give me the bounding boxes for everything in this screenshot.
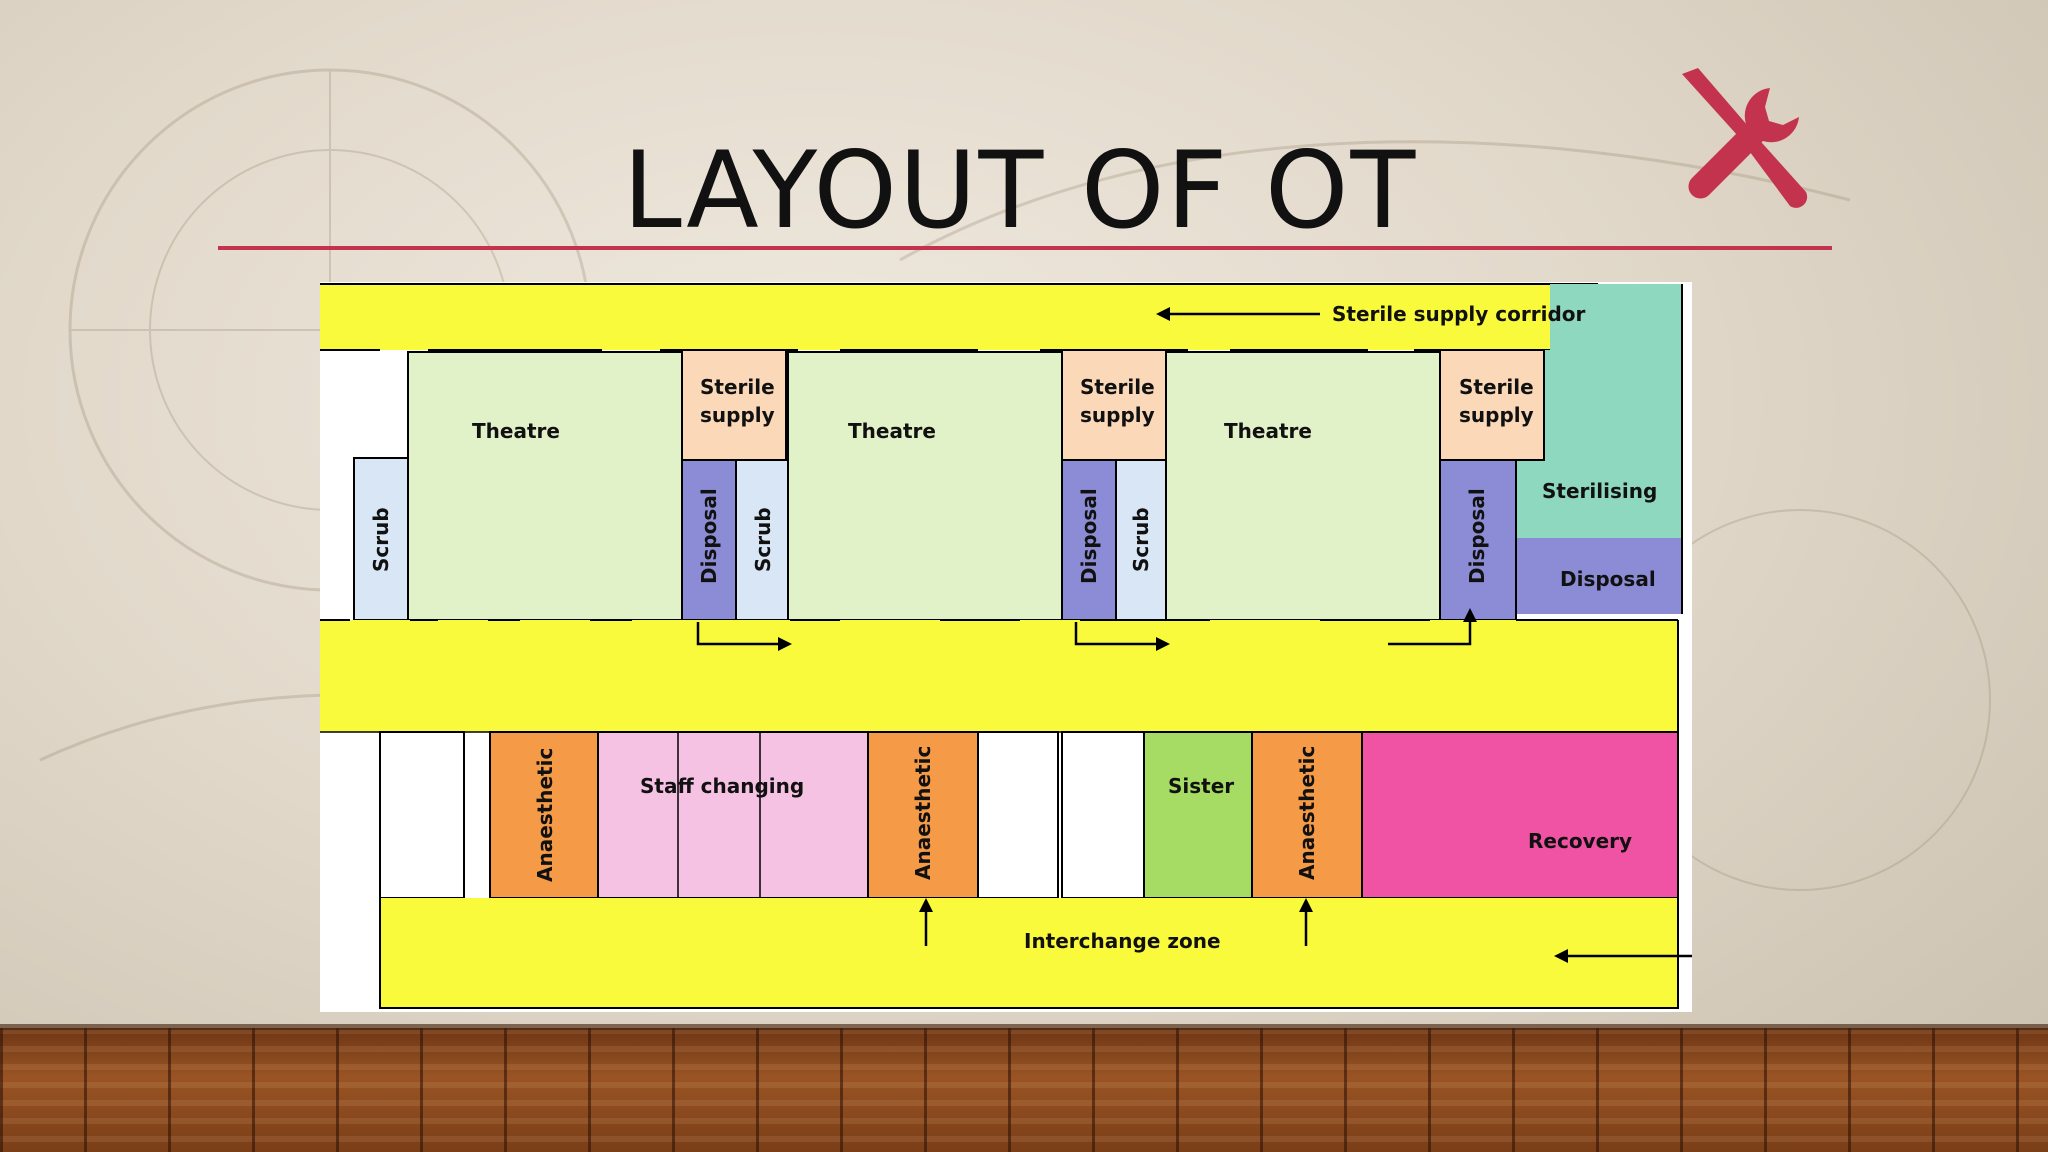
label-theatre-3: Theatre xyxy=(1224,419,1312,443)
label-sterile-supply-1b: supply xyxy=(700,403,775,427)
slide-title: LAYOUT OF OT xyxy=(622,129,1418,252)
label-anaesthetic-1: Anaesthetic xyxy=(533,748,557,882)
label-sister: Sister xyxy=(1168,774,1234,798)
label-sterile-supply-2a: Sterile xyxy=(1080,375,1155,399)
label-sterile-supply-corridor: Sterile supply corridor xyxy=(1332,302,1585,326)
label-disposal-1: Disposal xyxy=(697,488,721,584)
label-sterile-supply-3b: supply xyxy=(1459,403,1534,427)
label-sterile-supply-3a: Sterile xyxy=(1459,375,1534,399)
bottom-room-white-2 xyxy=(977,731,1059,899)
floor-edge xyxy=(0,1024,2048,1030)
bottom-room-white-1 xyxy=(379,731,465,899)
scrub-room-1 xyxy=(353,457,409,621)
disposal-room-1 xyxy=(681,459,737,621)
sterile-supply-corridor xyxy=(320,284,1598,350)
sterile-supply-2 xyxy=(1061,349,1167,461)
sterile-supply-1 xyxy=(681,349,787,461)
theatre-3 xyxy=(1165,351,1441,621)
sister-room xyxy=(1143,731,1255,899)
label-sterile-supply-2b: supply xyxy=(1080,403,1155,427)
label-theatre-1: Theatre xyxy=(472,419,560,443)
theatre-2 xyxy=(787,351,1063,621)
disposal-room-4 xyxy=(1516,538,1682,614)
disposal-room-2 xyxy=(1061,459,1117,621)
label-scrub-2: Scrub xyxy=(751,507,775,572)
label-interchange-zone: Interchange zone xyxy=(1024,929,1221,953)
anaesthetic-room-3 xyxy=(1251,731,1363,899)
recovery-room xyxy=(1361,731,1679,899)
scrub-room-3 xyxy=(1115,459,1167,621)
label-disposal-4: Disposal xyxy=(1560,567,1656,591)
label-theatre-2: Theatre xyxy=(848,419,936,443)
label-sterile-supply-1a: Sterile xyxy=(700,375,775,399)
label-anaesthetic-2: Anaesthetic xyxy=(911,746,935,880)
label-disposal-2: Disposal xyxy=(1077,488,1101,584)
bottom-room-white-3 xyxy=(1061,731,1145,899)
interchange-zone xyxy=(380,898,1678,1008)
disposal-room-3 xyxy=(1439,459,1517,621)
main-corridor xyxy=(320,620,1678,732)
wooden-floor xyxy=(0,1028,2048,1152)
theatre-1 xyxy=(407,351,683,621)
label-anaesthetic-3: Anaesthetic xyxy=(1295,746,1319,880)
sterilising-room xyxy=(1550,284,1682,538)
title-underline xyxy=(218,246,1832,250)
label-scrub-1: Scrub xyxy=(369,507,393,572)
label-staff-changing: Staff changing xyxy=(640,774,804,798)
label-disposal-3: Disposal xyxy=(1465,488,1489,584)
label-scrub-3: Scrub xyxy=(1129,507,1153,572)
label-sterilising: Sterilising xyxy=(1542,479,1657,503)
label-recovery: Recovery xyxy=(1528,829,1632,853)
sterile-supply-3 xyxy=(1439,349,1545,461)
tools-icon xyxy=(1682,68,1808,208)
ot-layout-diagram: Sterile supply corridor Theatre Theatre … xyxy=(320,282,1692,1012)
staff-changing-room xyxy=(597,731,869,899)
